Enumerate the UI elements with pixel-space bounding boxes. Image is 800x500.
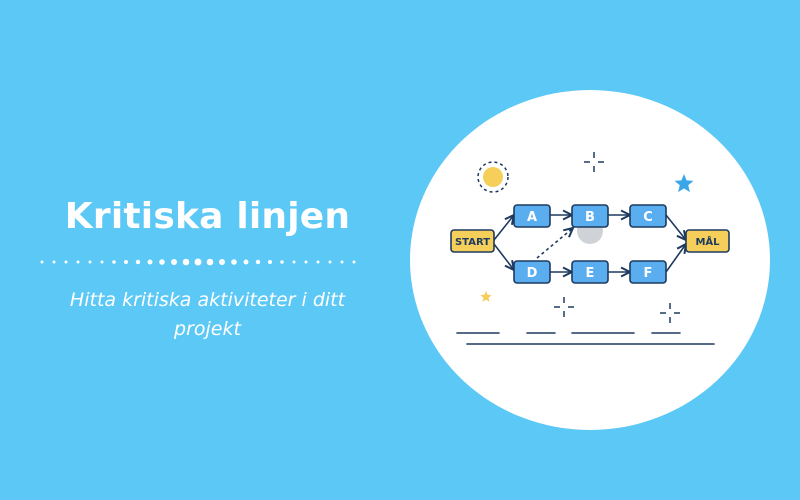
node-e-label: E [586,266,595,281]
subtitle-line-2: projekt [174,318,241,340]
sparkle-icon [584,152,604,172]
node-c: C [629,204,667,228]
goal-label: MÅL [695,235,720,248]
subtitle: Hitta kritiska aktiviteter i ditt projek… [30,286,385,344]
connectors [493,215,686,272]
node-a-label: A [527,210,537,225]
start-node: START [450,229,495,253]
page-title: Kritiska linjen [64,196,351,237]
goal-node: MÅL [685,229,730,253]
node-d-label: D [527,266,538,281]
subtitle-line-1: Hitta kritiska aktiviteter i ditt [69,289,346,311]
node-f: F [629,260,667,284]
diagram-circle [410,90,770,430]
dotted-divider [40,258,356,266]
node-c-label: C [643,210,653,225]
sun-icon [477,161,509,193]
node-b: B [571,204,609,228]
node-a: A [513,204,551,228]
start-label: START [455,237,490,248]
star-icon [480,291,492,302]
ground-lines [456,332,715,345]
node-e: E [571,260,609,284]
sparkle-icon [660,303,680,323]
node-b-label: B [585,210,595,225]
sparkle-icon [554,297,574,317]
node-d: D [513,260,551,284]
node-f-label: F [644,266,653,281]
star-icon [674,174,694,193]
